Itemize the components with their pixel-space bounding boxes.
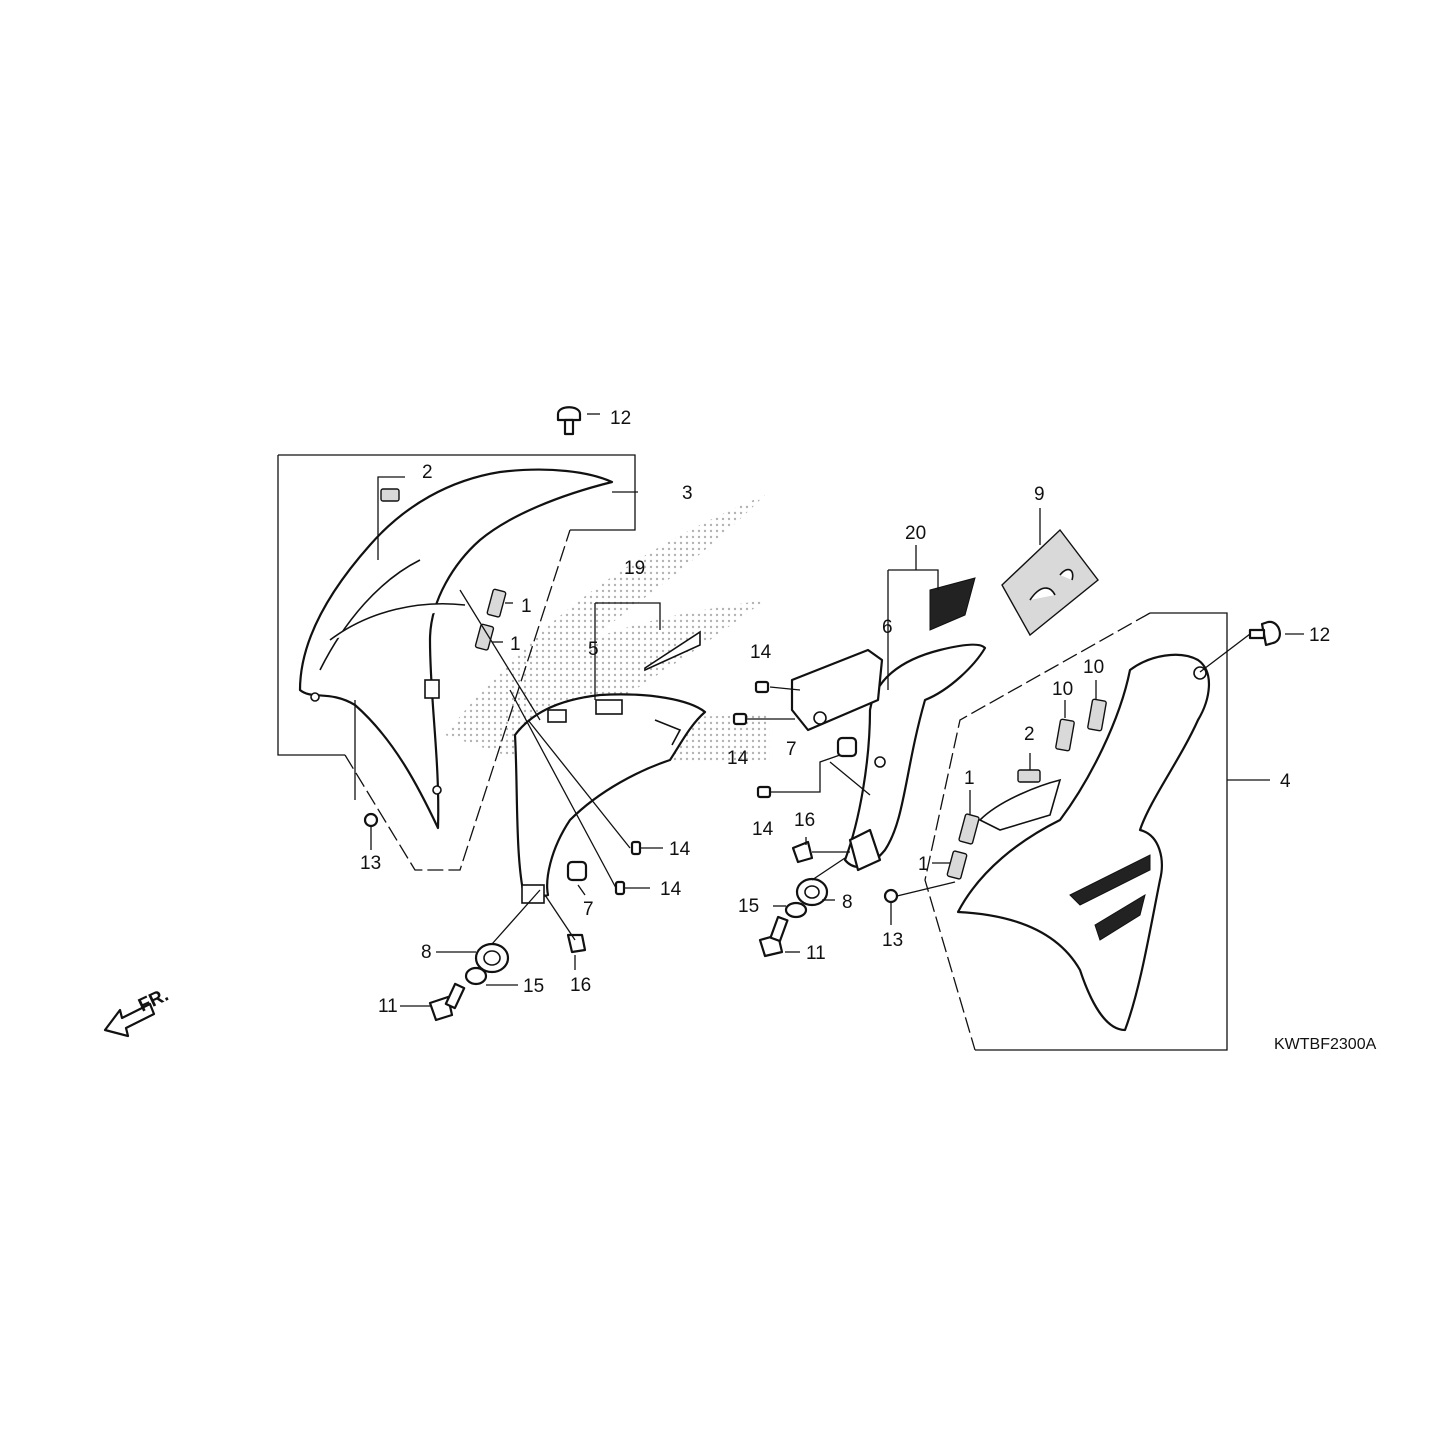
- callout-19: 19: [624, 558, 645, 579]
- clip-10a-right: [1055, 718, 1075, 752]
- bolt-11-left: [428, 982, 466, 1022]
- screw-14-right-a: [754, 680, 770, 694]
- sticker-19: [644, 630, 701, 672]
- callout-1-right-lower: 1: [918, 854, 929, 875]
- bolt-11-right: [758, 915, 789, 958]
- callout-14-right-c: 14: [752, 819, 774, 840]
- callout-7-left: 7: [583, 899, 594, 920]
- callout-14-left-upper: 14: [669, 839, 691, 860]
- callout-13-left: 13: [360, 853, 381, 874]
- right-shroud-assembly-box: [975, 612, 1228, 1051]
- washer-15-left: [464, 966, 488, 986]
- screw-13-right: [883, 888, 899, 904]
- sticker-20: [929, 577, 976, 631]
- callout-14-left-lower: 14: [660, 879, 682, 900]
- callout-2-right: 2: [1024, 724, 1035, 745]
- callout-4: 4: [1280, 771, 1291, 792]
- callout-10-right-a: 10: [1052, 679, 1073, 700]
- callout-6: 6: [882, 617, 893, 638]
- callout-20: 20: [905, 523, 926, 544]
- callout-16-right: 16: [794, 810, 815, 831]
- collar-16-left: [566, 933, 587, 954]
- right-inner-panel: [790, 643, 987, 872]
- bolt-12-right: [1248, 620, 1281, 647]
- diagram-code: KWTBF2300A: [1274, 1036, 1377, 1053]
- emblem-9: [1001, 528, 1099, 637]
- rubber-8-right: [795, 877, 829, 907]
- callout-11-left: 11: [378, 996, 398, 1017]
- callout-12-top: 12: [610, 408, 631, 429]
- screw-14-right-b: [732, 712, 748, 726]
- callout-8-left: 8: [421, 942, 432, 963]
- callout-15-left: 15: [523, 976, 544, 997]
- callout-12-right: 12: [1309, 625, 1330, 646]
- clip-2-right: [1017, 769, 1041, 783]
- callout-9: 9: [1034, 484, 1045, 505]
- callout-2-left: 2: [422, 462, 433, 483]
- washer-15-right: [784, 901, 808, 919]
- right-shroud: [956, 653, 1211, 1032]
- clip-1b-right: [946, 850, 968, 880]
- clip-2-left: [380, 488, 400, 502]
- screw-14-left-lower: [614, 880, 626, 896]
- grommet-7-right: [836, 736, 858, 758]
- callout-15-right: 15: [738, 896, 759, 917]
- grommet-7-left: [566, 860, 588, 882]
- callout-10-right-b: 10: [1083, 657, 1104, 678]
- callout-3: 3: [682, 483, 693, 504]
- callout-14-right-b: 14: [727, 748, 749, 769]
- callout-1-right-upper: 1: [964, 768, 975, 789]
- callout-8-right: 8: [842, 892, 853, 913]
- left-inner-panel: [513, 693, 707, 904]
- callout-13-right: 13: [882, 930, 903, 951]
- callout-1-left-upper: 1: [521, 596, 532, 617]
- clip-10b-right: [1087, 698, 1107, 732]
- bolt-12-top: [556, 406, 582, 436]
- callout-16-left: 16: [570, 975, 591, 996]
- screw-14-left-upper: [630, 840, 642, 856]
- collar-16-right: [791, 840, 814, 864]
- callout-5: 5: [588, 639, 599, 660]
- clip-1a-left: [486, 588, 507, 618]
- callout-11-right: 11: [806, 943, 826, 964]
- callout-1-left-lower: 1: [510, 634, 521, 655]
- screw-14-right-c: [756, 785, 772, 799]
- callout-14-right-a: 14: [750, 642, 772, 663]
- left-shroud-assembly-box: [277, 455, 345, 756]
- callout-7-right: 7: [786, 739, 797, 760]
- callout-numbers: 12 2 3 19 1 1 5 13 14 14 7 8 16 15 11 9 …: [360, 408, 1330, 1017]
- clip-1b-left: [474, 623, 495, 651]
- clip-1a-right: [958, 813, 980, 845]
- front-direction-arrow: FR.: [103, 985, 172, 1038]
